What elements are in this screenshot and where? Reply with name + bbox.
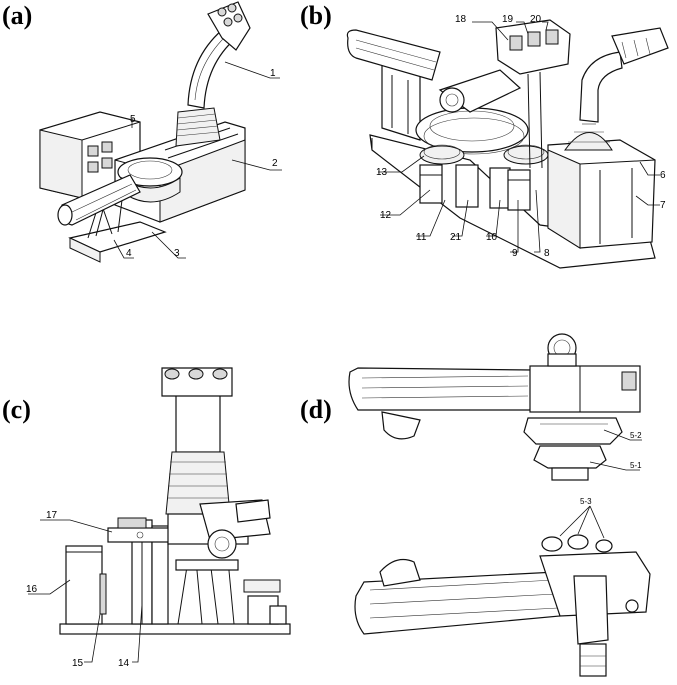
callout-17: 17 [46, 510, 58, 521]
callout-20: 20 [530, 14, 542, 25]
panel-b: (b) [300, 1, 669, 269]
callout-2: 2 [272, 158, 278, 169]
panel-d: (d) [300, 333, 651, 677]
callout-10: 10 [486, 232, 498, 243]
callout-6: 6 [660, 170, 666, 181]
callout-15: 15 [72, 658, 84, 669]
callout-3: 3 [174, 248, 180, 259]
callout-18: 18 [455, 14, 467, 25]
callout-7: 7 [660, 200, 666, 211]
callout-5-2: 5-2 [630, 431, 642, 440]
callout-9: 9 [512, 248, 518, 259]
callout-21: 21 [450, 232, 462, 243]
callout-13: 13 [376, 167, 388, 178]
callout-1: 1 [270, 68, 276, 79]
callout-5-3: 5-3 [580, 497, 592, 506]
callout-11: 11 [416, 232, 427, 243]
callout-12: 12 [380, 210, 392, 221]
callout-14: 14 [118, 658, 130, 669]
panel-d-letter: (d) [300, 395, 332, 424]
panel-c: (c) [2, 367, 291, 669]
callout-8: 8 [544, 248, 550, 259]
panel-b-letter: (b) [300, 1, 332, 30]
callout-4: 4 [126, 248, 132, 259]
callout-16: 16 [26, 584, 38, 595]
callout-5: 5 [130, 114, 136, 125]
panel-a: (a) [2, 1, 282, 263]
callout-19: 19 [502, 14, 514, 25]
panel-a-letter: (a) [2, 1, 32, 30]
callout-5-1: 5-1 [630, 461, 642, 470]
panel-c-letter: (c) [2, 395, 31, 424]
